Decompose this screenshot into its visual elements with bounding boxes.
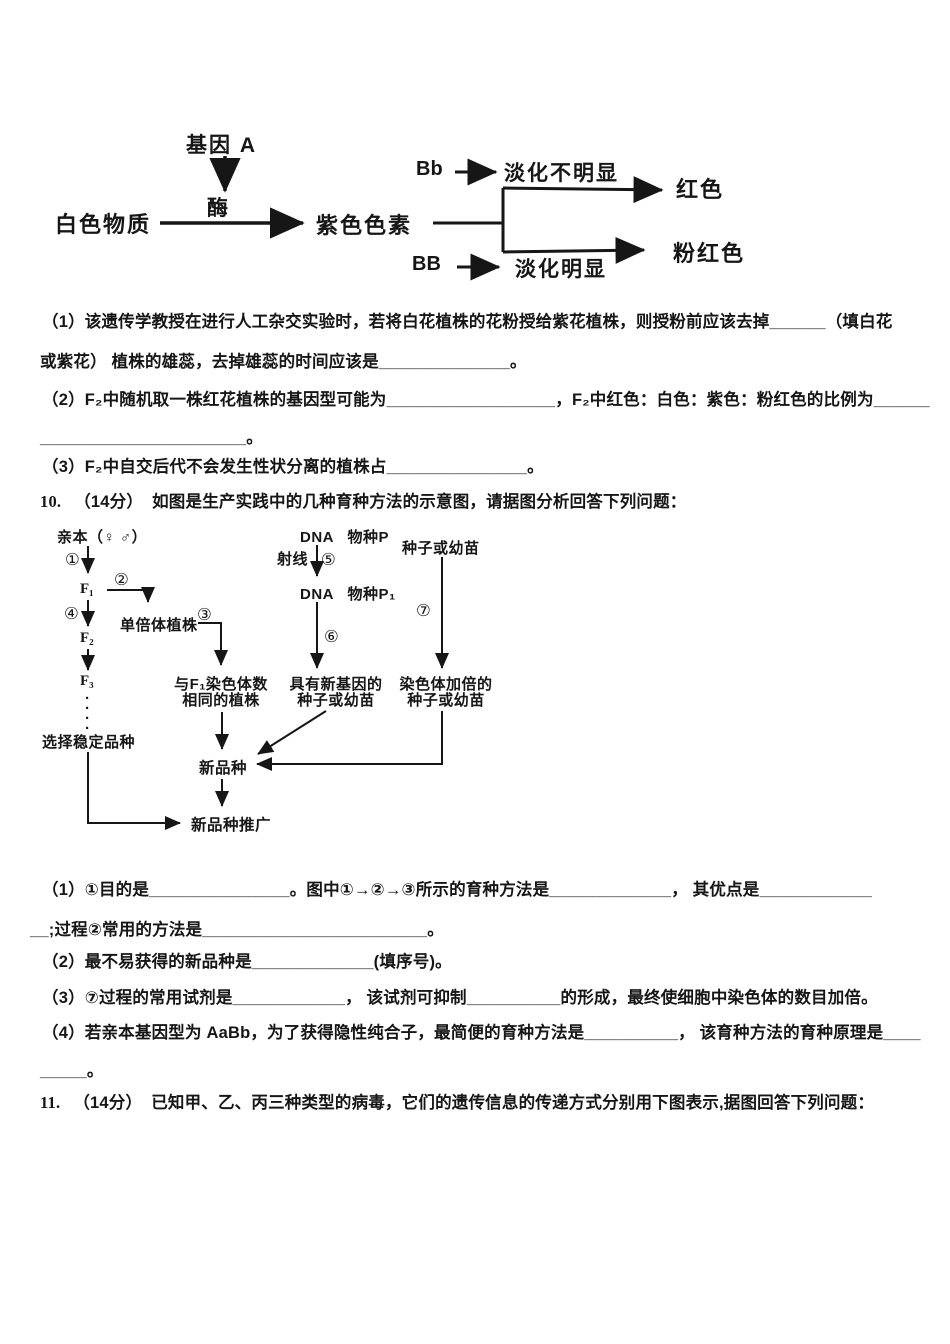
q10-sub3: （3）⑦过程的常用试剂是____________， 该试剂可抑制________… <box>42 989 878 1007</box>
label-F2: F₂ <box>80 630 94 646</box>
q11-score: （14分） <box>73 1094 143 1112</box>
q10-sub4-line2: _____。 <box>40 1062 104 1080</box>
q10-sub1-line2: __;过程②常用的方法是________________________。 <box>30 921 444 939</box>
q10-stem: 10. （14分） 如图是生产实践中的几种育种方法的示意图，请据图分析回答下列问题： <box>40 488 687 512</box>
label-Bb: Bb <box>416 158 443 180</box>
label-dna-speciesP1: DNA 物种P₁ <box>300 586 396 603</box>
label-dna-speciesP: DNA 物种P <box>300 529 389 546</box>
arrow-doubled-to-newvariety <box>256 711 443 771</box>
label-step3: ③ <box>197 606 212 624</box>
label-gene-a: 基因 A <box>186 134 257 157</box>
q11-number: 11. <box>40 1093 61 1112</box>
label-ray: 射线 <box>277 551 309 568</box>
label-ellipsis: · · · · <box>85 690 91 737</box>
q10-sub4-line1: （4）若亲本基因型为 AaBb，为了获得隐性纯合子，最简便的育种方法是_____… <box>42 1024 921 1042</box>
label-step7: ⑦ <box>416 602 431 620</box>
label-red: 红色 <box>676 177 725 202</box>
q10-stem-text: 如图是生产实践中的几种育种方法的示意图，请据图分析回答下列问题： <box>152 493 687 511</box>
label-new-gene-seed: 具有新基因的 种子或幼苗 <box>289 676 383 709</box>
q10-sub2: （2）最不易获得的新品种是_____________(填序号)。 <box>42 953 452 971</box>
label-BB: BB <box>412 253 441 275</box>
arrow-branch-to-red <box>502 176 664 204</box>
q9-line4: ______________________。 <box>40 429 263 447</box>
label-seed-or-seedling: 种子或幼苗 <box>402 540 480 557</box>
label-new-variety-promotion: 新品种推广 <box>191 817 272 834</box>
arrow-haploid-to-samechrom <box>198 622 228 666</box>
label-F1: F₁ <box>80 581 94 597</box>
arrow-F1-to-haploid <box>107 587 155 603</box>
label-fade-not-obvious: 淡化不明显 <box>504 162 619 185</box>
q10-score: （14分） <box>74 493 144 511</box>
label-white-substance: 白色物质 <box>55 212 152 237</box>
q10-number: 10. <box>40 492 62 511</box>
q10-sub1-line1: （1）①目的是_______________。图中①→②→③所示的育种方法是__… <box>42 881 873 899</box>
label-F3: F₃ <box>80 673 94 689</box>
q9-line3: （2）F₂中随机取一株红花植株的基因型可能为__________________… <box>42 391 930 409</box>
diagram-connectors <box>81 156 664 830</box>
label-step5: ⑤ <box>321 551 336 569</box>
q11-stem: 11. （14分） 已知甲、乙、丙三种类型的病毒，它们的遗传信息的传递方式分别用下图… <box>40 1089 874 1113</box>
label-step2: ② <box>114 571 129 589</box>
arrow-stable-to-promote <box>87 752 181 830</box>
arrow-branch-to-pink <box>502 236 646 264</box>
label-same-chromosome-plant: 与F₁染色体数 相同的植株 <box>174 676 268 709</box>
q9-line1: （1）该遗传学教授在进行人工杂交实验时，若将白花植株的花粉授给紫花植株，则授粉前… <box>42 313 893 331</box>
label-fade-obvious: 淡化明显 <box>515 258 607 281</box>
arrow-newgene-to-newvariety <box>257 710 327 755</box>
q11-stem-text: 已知甲、乙、丙三种类型的病毒，它们的遗传信息的传递方式分别用下图表示,据图回答下… <box>151 1094 875 1112</box>
label-haploid: 单倍体植株 <box>120 617 198 634</box>
branch-bracket <box>433 188 505 252</box>
label-pink: 粉红色 <box>673 241 746 266</box>
label-step6: ⑥ <box>324 628 339 646</box>
label-enzyme: 酶 <box>207 197 230 220</box>
label-parents: 亲本（♀ ♂） <box>57 529 148 546</box>
label-chromosome-doubled-seed: 染色体加倍的 种子或幼苗 <box>399 676 493 709</box>
label-new-variety: 新品种 <box>199 760 248 777</box>
q9-line2: 或紫花） 植株的雄蕊，去掉雄蕊的时间应该是______________。 <box>40 353 527 371</box>
label-purple-pigment: 紫色色素 <box>316 213 413 238</box>
label-step4: ④ <box>64 605 79 623</box>
q9-line5: （3）F₂中自交后代不会发生性状分离的植株占_______________。 <box>42 458 544 476</box>
label-step1: ① <box>65 551 80 569</box>
label-select-stable: 选择稳定品种 <box>42 734 136 751</box>
